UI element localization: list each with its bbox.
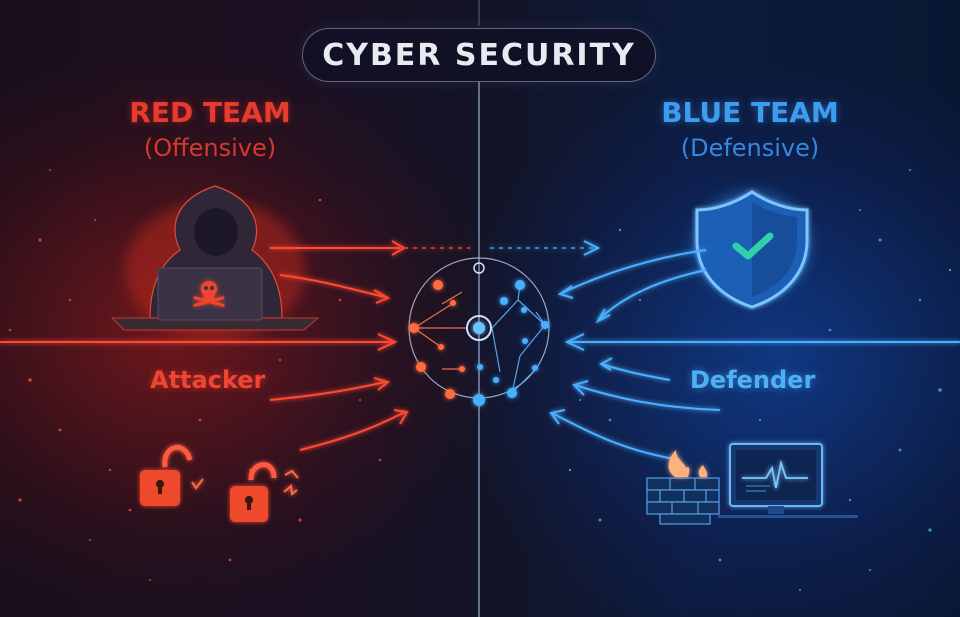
red-team-subtitle: (Offensive) — [143, 134, 277, 162]
red-team-title: RED TEAM — [129, 96, 291, 129]
blue-team-title: BLUE TEAM — [661, 96, 839, 129]
defender-label: Defender — [690, 366, 816, 394]
page-title: CYBER SECURITY — [322, 37, 636, 73]
title-badge: CYBER SECURITY — [302, 28, 656, 82]
attacker-label: Attacker — [150, 366, 266, 394]
blue-team-subtitle: (Defensive) — [680, 134, 820, 162]
